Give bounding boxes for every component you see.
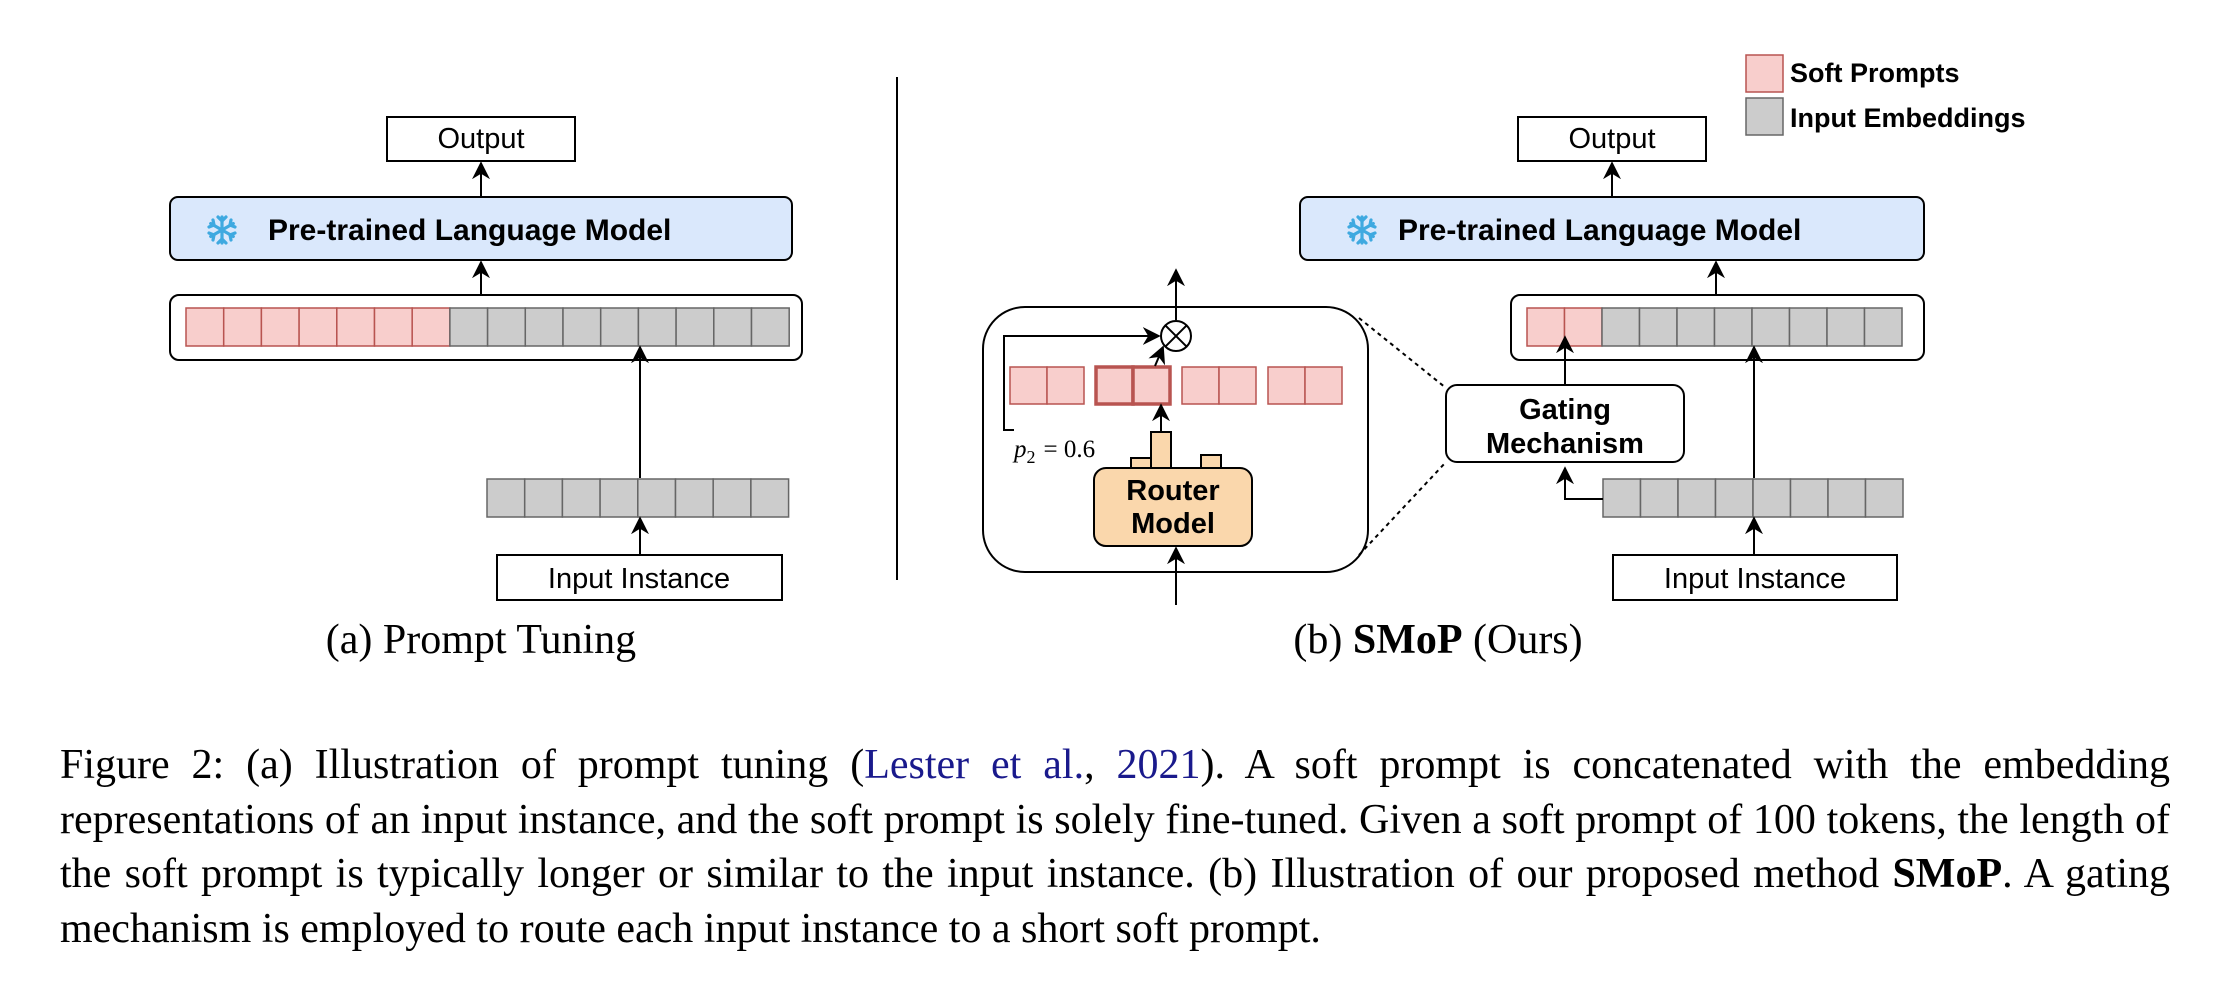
input-embedding-token xyxy=(1752,478,1792,518)
input-embedding-token xyxy=(1676,307,1716,347)
soft-prompt-token xyxy=(336,307,376,347)
plm-box-a xyxy=(169,196,793,261)
input-instance-box-b xyxy=(1612,554,1898,601)
figure-caption: Figure 2: (a) Illustration of prompt tun… xyxy=(60,738,2170,956)
output-label-a: Output xyxy=(437,123,524,155)
input-embedding-token xyxy=(1789,478,1829,518)
soft-prompt-token xyxy=(222,307,263,347)
soft-prompt-token xyxy=(1218,366,1257,405)
soft-prompt-token xyxy=(185,307,225,347)
soft-prompt-token xyxy=(298,307,338,347)
input-embedding-token xyxy=(449,307,489,347)
figure: Output Pre-trained Language Model Input xyxy=(169,54,2026,663)
soft-prompt-experts xyxy=(1009,365,1343,406)
soft-prompt-token xyxy=(1304,366,1343,405)
input-embedding-token xyxy=(1677,478,1717,518)
input-embedding-token xyxy=(1602,478,1642,518)
plm-box-b xyxy=(1299,196,1925,261)
panel-b: Output Pre-trained Language Model Gating… xyxy=(982,116,1925,663)
input-embedding-token xyxy=(675,307,715,347)
input-embedding-token xyxy=(1714,478,1754,518)
output-label-b: Output xyxy=(1568,123,1655,155)
gating-mechanism-box xyxy=(1445,384,1685,463)
soft-prompt-token xyxy=(1046,366,1085,405)
multiply-circle-icon xyxy=(1160,320,1192,352)
gating-label-line1: Gating xyxy=(1519,394,1611,426)
caption-cite-sep: , xyxy=(1084,742,1117,788)
router-probability: p2= 0.6 xyxy=(1012,436,1095,467)
input-embedding-token xyxy=(486,307,527,347)
input-embeddings-b xyxy=(1602,478,1904,518)
zoom-line-bottom xyxy=(1358,461,1447,556)
router-output-bar-2 xyxy=(1150,431,1172,469)
soft-prompt-token xyxy=(411,307,451,347)
citation-author-link[interactable]: Lester et al. xyxy=(864,742,1085,788)
caption-method-name: SMoP xyxy=(1892,851,2003,897)
soft-prompt-token xyxy=(1094,365,1135,406)
zoom-line-top xyxy=(1358,317,1447,389)
input-embeddings-a xyxy=(486,478,790,518)
legend: Soft Prompts Input Embeddings xyxy=(1745,54,2026,136)
soft-prompt-token xyxy=(1181,366,1220,405)
input-embedding-token xyxy=(1639,478,1679,518)
input-instance-label-b: Input Instance xyxy=(1664,563,1846,595)
subcaption-b: (b) SMoP (Ours) xyxy=(1293,617,1582,663)
input-embedding-token xyxy=(1864,478,1904,518)
subcaption-a: (a) Prompt Tuning xyxy=(326,617,636,663)
soft-prompt-token xyxy=(260,307,300,347)
caption-text-1: Figure 2: (a) Illustration of prompt tun… xyxy=(60,742,865,788)
input-embedding-token xyxy=(1827,478,1867,518)
plm-label-a: Pre-trained Language Model xyxy=(268,214,671,247)
panel-a: Output Pre-trained Language Model Input xyxy=(169,116,803,663)
input-embedding-token xyxy=(750,478,790,518)
input-embedding-token xyxy=(1638,307,1678,347)
combined-sequence-b xyxy=(1526,307,1903,347)
snowflake-icon xyxy=(1347,215,1377,245)
output-box-a xyxy=(386,116,576,162)
router-label-line1: Router xyxy=(1126,475,1219,507)
input-embedding-token xyxy=(1713,307,1753,347)
router-output-bar-1 xyxy=(1130,457,1152,469)
input-embedding-token xyxy=(750,307,790,347)
input-embedding-token xyxy=(713,307,753,347)
input-embedding-token xyxy=(599,307,640,347)
input-embedding-token xyxy=(674,478,714,518)
input-embedding-token xyxy=(486,478,526,518)
input-embedding-token xyxy=(561,478,601,518)
caption-text-2: ). A soft prompt is concatenated with th… xyxy=(60,742,2171,897)
soft-prompt-token xyxy=(1267,366,1306,405)
input-embedding-token xyxy=(524,307,564,347)
soft-prompt-token xyxy=(1526,307,1566,347)
router-label-line2: Model xyxy=(1131,508,1215,540)
input-instance-label-a: Input Instance xyxy=(548,563,730,595)
output-box-b xyxy=(1517,116,1707,162)
input-embedding-token xyxy=(1601,307,1641,347)
gating-label-line2: Mechanism xyxy=(1486,428,1644,460)
input-embedding-token xyxy=(1863,307,1903,347)
input-embedding-token xyxy=(523,478,564,518)
combined-sequence-a xyxy=(185,307,790,347)
soft-prompt-token xyxy=(373,307,413,347)
soft-prompt-token xyxy=(1563,307,1603,347)
input-embedding-token xyxy=(637,478,677,518)
soft-prompt-token xyxy=(1131,365,1172,406)
legend-soft-prompts: Soft Prompts xyxy=(1790,58,1960,88)
plm-label-b: Pre-trained Language Model xyxy=(1398,214,1801,247)
caption-text-3: . A gating mechanism is employed to rout… xyxy=(60,851,2170,952)
legend-input-embeddings: Input Embeddings xyxy=(1790,103,2026,133)
input-embedding-token xyxy=(1751,307,1791,347)
router-output-bar-3 xyxy=(1200,454,1222,469)
soft-prompt-token xyxy=(1009,366,1048,405)
input-embedding-token xyxy=(712,478,752,518)
input-embedding-token xyxy=(637,307,677,347)
snowflake-icon xyxy=(207,215,237,245)
input-instance-box-a xyxy=(496,554,783,601)
input-embedding-token xyxy=(599,478,639,518)
input-embedding-token xyxy=(562,307,602,347)
router-model-box xyxy=(1093,467,1253,547)
citation-year-link[interactable]: 2021 xyxy=(1116,742,1201,788)
input-embedding-token xyxy=(1788,307,1828,347)
input-embedding-token xyxy=(1826,307,1866,347)
